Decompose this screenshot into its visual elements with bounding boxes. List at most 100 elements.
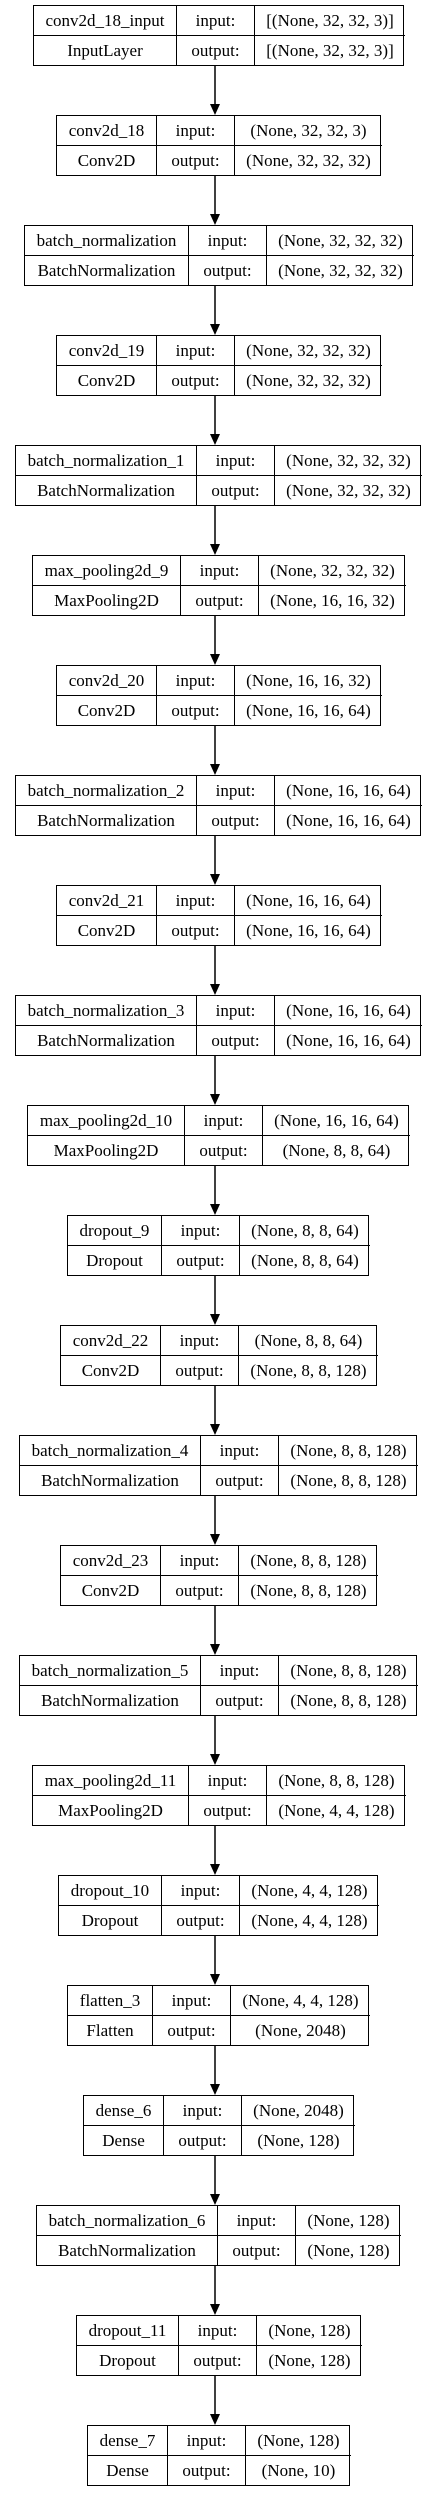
- output-label: output:: [162, 1245, 240, 1275]
- output-label: output:: [181, 585, 259, 615]
- input-label: input:: [157, 886, 235, 916]
- output-label: output:: [197, 805, 275, 835]
- output-label: output:: [161, 1355, 239, 1385]
- output-label: output:: [197, 1025, 275, 1055]
- arrow-head-icon: [210, 324, 220, 335]
- arrow-head-icon: [210, 874, 220, 885]
- input-label: input:: [181, 556, 259, 586]
- arrow-head-icon: [210, 1534, 220, 1545]
- input-shape: (None, 128): [296, 2206, 401, 2236]
- arrow-head-icon: [210, 2304, 220, 2315]
- layer-class: MaxPooling2D: [33, 585, 181, 615]
- layer-class: Conv2D: [57, 915, 157, 945]
- input-shape: (None, 8, 8, 64): [239, 1326, 378, 1356]
- input-shape: (None, 16, 16, 32): [235, 666, 382, 696]
- output-shape: (None, 32, 32, 32): [286, 480, 411, 500]
- input-label: input:: [201, 1656, 279, 1686]
- output-shape: (None, 16, 16, 64): [246, 920, 371, 940]
- layer-name: conv2d_20: [57, 666, 157, 696]
- output-label: output:: [201, 1685, 279, 1715]
- layer-name: batch_normalization: [25, 226, 189, 256]
- output-shape: (None, 2048): [255, 2020, 346, 2040]
- layer-name: max_pooling2d_11: [33, 1766, 189, 1796]
- input-label: input:: [177, 6, 255, 36]
- input-label: input:: [157, 336, 235, 366]
- layer-class: Dense: [84, 2125, 164, 2155]
- output-shape: (None, 16, 16, 64): [286, 1030, 411, 1050]
- output-shape: (None, 8, 8, 128): [290, 1690, 407, 1710]
- layer-class: Conv2D: [57, 695, 157, 725]
- output-label: output:: [177, 35, 255, 65]
- input-shape: (None, 128): [257, 2316, 362, 2346]
- input-shape: (None, 8, 8, 128): [239, 1546, 378, 1576]
- input-label: input:: [189, 226, 267, 256]
- layer-name: conv2d_18_input: [34, 6, 177, 36]
- output-label: output:: [157, 365, 235, 395]
- layer-name: conv2d_23: [61, 1546, 161, 1576]
- output-label: output:: [189, 255, 267, 285]
- input-label: input:: [218, 2206, 296, 2236]
- layer-class: BatchNormalization: [20, 1685, 201, 1715]
- input-label: input:: [197, 446, 275, 476]
- layer-name: batch_normalization_1: [16, 446, 197, 476]
- arrow-head-icon: [210, 104, 220, 115]
- output-shape: (None, 128): [257, 2130, 340, 2150]
- input-label: input:: [179, 2316, 257, 2346]
- output-shape: (None, 32, 32, 32): [246, 370, 371, 390]
- output-shape: (None, 16, 16, 32): [270, 590, 395, 610]
- arrow-head-icon: [210, 2194, 220, 2205]
- input-shape: (None, 32, 32, 32): [259, 556, 406, 586]
- output-shape: (None, 8, 8, 128): [250, 1360, 367, 1380]
- output-label: output:: [164, 2125, 242, 2155]
- input-shape: (None, 16, 16, 64): [275, 996, 422, 1026]
- input-label: input:: [153, 1986, 231, 2016]
- layer-class: BatchNormalization: [16, 475, 197, 505]
- layer-class: BatchNormalization: [37, 2235, 218, 2265]
- arrow-head-icon: [210, 1204, 220, 1215]
- output-shape: (None, 4, 4, 128): [278, 1800, 395, 1820]
- arrow-head-icon: [210, 2084, 220, 2095]
- output-shape: (None, 10): [261, 2460, 336, 2480]
- input-label: input:: [201, 1436, 279, 1466]
- arrow-head-icon: [210, 434, 220, 445]
- output-label: output:: [189, 1795, 267, 1825]
- layer-class: Dropout: [68, 1245, 162, 1275]
- layer-class: Flatten: [68, 2015, 153, 2045]
- input-label: input:: [162, 1216, 240, 1246]
- input-shape: (None, 4, 4, 128): [240, 1876, 379, 1906]
- output-label: output:: [157, 915, 235, 945]
- output-shape: (None, 32, 32, 32): [246, 150, 371, 170]
- layer-class: BatchNormalization: [16, 1025, 197, 1055]
- arrow-head-icon: [210, 654, 220, 665]
- layer-name: conv2d_19: [57, 336, 157, 366]
- layer-class: MaxPooling2D: [33, 1795, 189, 1825]
- arrow-head-icon: [210, 214, 220, 225]
- input-label: input:: [161, 1326, 239, 1356]
- arrow-head-icon: [210, 1864, 220, 1875]
- layer-name: batch_normalization_2: [16, 776, 197, 806]
- layer-class: Dense: [88, 2455, 168, 2485]
- input-shape: (None, 8, 8, 128): [279, 1436, 418, 1466]
- output-shape: (None, 32, 32, 32): [278, 260, 403, 280]
- input-shape: (None, 16, 16, 64): [275, 776, 422, 806]
- output-label: output:: [197, 475, 275, 505]
- output-shape: (None, 128): [307, 2240, 390, 2260]
- layer-name: dense_7: [88, 2426, 168, 2456]
- input-shape: (None, 16, 16, 64): [235, 886, 382, 916]
- layer-class: Dropout: [59, 1905, 162, 1935]
- input-label: input:: [162, 1876, 240, 1906]
